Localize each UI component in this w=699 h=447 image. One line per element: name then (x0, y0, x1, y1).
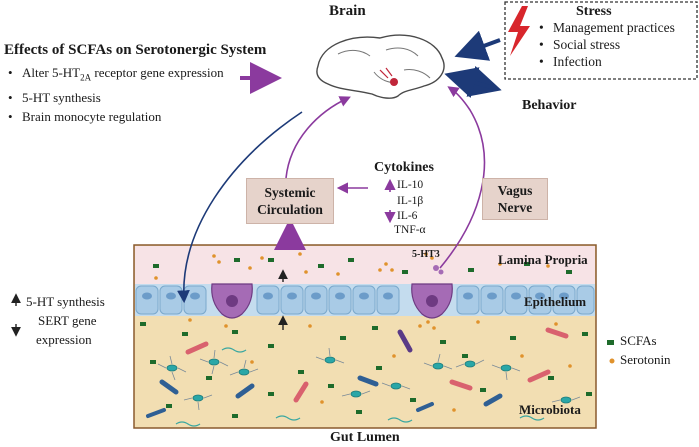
epithelial-nuclei (142, 292, 569, 300)
receptor-icon (433, 265, 439, 271)
synthesis-label: 5-HT synthesis (26, 294, 105, 309)
scfa-particles (140, 258, 592, 418)
stress-to-brain-arrow (454, 30, 501, 61)
epithelium-label: Epithelium (524, 294, 587, 309)
vagus-nerve-arrow (439, 86, 486, 269)
enterochromaffin-cell-left (211, 283, 253, 319)
serotonin-particles (154, 252, 572, 412)
brain-to-gut-arrow (177, 111, 303, 304)
vagus-line2: Nerve (497, 200, 533, 215)
cytokine-il6: IL-6 (397, 210, 418, 222)
stress-item: Management practices (539, 19, 675, 36)
microbiota-label: Microbiota (519, 402, 581, 417)
effects-item: Brain monocyte regulation (8, 107, 224, 126)
systemic-line1: Systemic (264, 185, 316, 200)
epithelial-cells (135, 285, 595, 315)
cytokine-il10: IL-10 (397, 179, 424, 191)
effects-item: 5-HT synthesis (8, 88, 224, 107)
gut-lumen-label: Gut Lumen (330, 430, 400, 445)
stress-title: Stress (576, 4, 612, 19)
effects-item: Alter 5-HT2A receptor gene expression (8, 63, 224, 88)
bacteria (146, 327, 581, 427)
legend-serotonin-mark (609, 358, 615, 364)
cytokines-title: Cytokines (374, 160, 434, 175)
brain-illustration (316, 34, 445, 99)
receptor-label: 5-HT3 (412, 249, 440, 260)
enterochromaffin-cell-right (411, 283, 453, 319)
sert-label: SERT gene (38, 313, 97, 328)
stress-item: Social stress (539, 36, 675, 53)
effects-title: Effects of SCFAs on Serotonergic System (4, 42, 267, 58)
circulation-to-brain-arrow (285, 96, 351, 179)
gut-section (133, 244, 597, 429)
lamina-propria-label: Lamina Propria (498, 252, 588, 267)
expression-label: expression (36, 332, 92, 347)
cytokine-tnfa: TNF-α (394, 224, 426, 236)
legend-scfa-label: SCFAs (620, 333, 657, 348)
effects-list: Alter 5-HT2A receptor gene expression 5-… (8, 63, 224, 126)
stress-item: Infection (539, 53, 675, 70)
legend-scfa-mark (607, 340, 614, 345)
lamina-propria-layer (135, 246, 595, 284)
stress-list: Management practices Social stress Infec… (539, 19, 675, 70)
cytokine-il1b: IL-1β (397, 195, 424, 207)
raphe-nuclei-icon (390, 78, 398, 86)
brain-title: Brain (329, 3, 366, 19)
legend-serotonin-label: Serotonin (620, 352, 671, 367)
lightning-bolt-icon (508, 6, 530, 56)
behavior-label: Behavior (522, 98, 577, 113)
vagus-line1: Vagus (497, 183, 533, 198)
systemic-line2: Circulation (257, 202, 323, 217)
